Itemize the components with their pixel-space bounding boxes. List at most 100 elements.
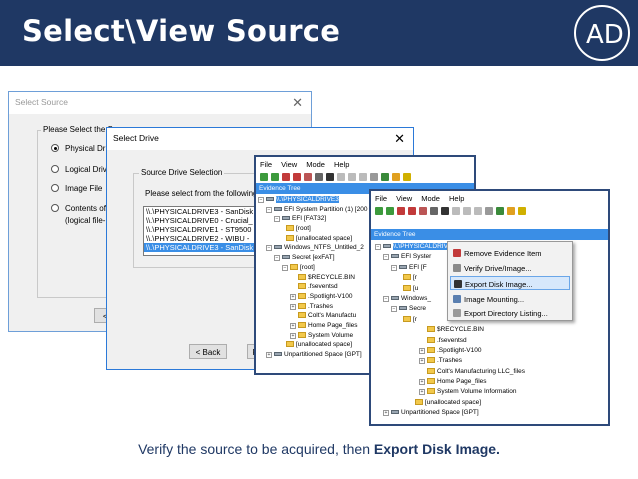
tree-node[interactable]: −Windows_ [383,294,431,302]
link-icon[interactable] [474,207,482,215]
tree-node[interactable]: +.Spotlight-V100 [290,292,353,300]
radio-contents-of-folder[interactable]: Contents of a [51,204,113,213]
drive-icon [383,244,391,248]
search-icon[interactable] [403,173,411,181]
export-files-icon[interactable] [337,173,345,181]
image-drive-icon[interactable] [282,173,290,181]
drive-icon [274,206,282,211]
tree-node[interactable]: +Home Page_files [290,321,358,329]
radio-dot-icon [51,204,59,212]
tree-node[interactable]: [r [375,273,608,283]
drive-icon [274,352,282,356]
drive-listbox[interactable]: \\.\PHYSICALDRIVE3 - SanDisk \\.\PHYSICA… [143,206,271,256]
evidence-tree: −\\.\PHYSICALDRIVE3 −EFI System Partitio… [256,195,474,360]
save-icon[interactable] [441,207,449,215]
menu-file[interactable]: File [260,160,273,169]
menu-view[interactable]: View [281,160,298,169]
tree-node[interactable]: −EFI Syster [383,253,432,261]
tree-node[interactable]: −\\.\PHYSICALDRIVE3 [258,196,339,203]
close-icon[interactable]: ✕ [292,95,303,110]
menu-item-remove-evidence[interactable]: Remove Evidence Item [450,246,570,260]
export-files-icon[interactable] [452,207,460,215]
menu-help[interactable]: Help [333,160,350,169]
drive-list-item-selected[interactable]: \\.\PHYSICALDRIVE3 - SanDisk [144,243,270,252]
drive-list-item[interactable]: \\.\PHYSICALDRIVE0 - Crucial_ [146,216,253,225]
folder-icon [298,312,306,319]
tree-node[interactable]: −Windows_NTFS_Untitled_2 [266,244,364,252]
tree-node[interactable]: −EFI [FAT32] [274,215,327,223]
export-icon[interactable] [315,173,323,181]
tree-node[interactable]: [root] [258,224,474,234]
back-button[interactable]: < Back [189,344,227,359]
tree-node[interactable]: [r [375,315,608,325]
folder-icon [427,326,435,333]
radio-image-file[interactable]: Image File [51,184,102,193]
drive-list-item[interactable]: \\.\PHYSICALDRIVE2 - WIBU - [146,234,250,243]
drive-icon [391,295,399,300]
menu-item-image-mounting[interactable]: Image Mounting... [450,292,570,306]
menu-file[interactable]: File [375,194,388,203]
tree-node[interactable]: −Secret [exFAT] [274,254,335,262]
tree-node[interactable]: +System Volume Information [419,388,517,396]
tree-node[interactable]: −Secre [391,305,426,313]
remove-all-icon[interactable] [419,207,427,215]
mount-icon[interactable] [392,173,400,181]
image-drive-icon[interactable] [397,207,405,215]
tree-node[interactable]: [unallocated space] [375,398,608,408]
verify-icon[interactable] [370,173,378,181]
link-icon[interactable] [359,173,367,181]
radio-logical-drive[interactable]: Logical Drive [51,165,111,174]
folder-icon [427,388,435,395]
tree-node[interactable]: [u [375,284,608,294]
search-icon[interactable] [518,207,526,215]
remove-icon[interactable] [293,173,301,181]
close-icon[interactable]: ✕ [394,131,405,146]
menu-item-export-directory-listing[interactable]: Export Directory Listing... [450,306,570,320]
remove-all-icon[interactable] [304,173,312,181]
add-all-icon[interactable] [386,207,394,215]
drive-list-item[interactable]: \\.\PHYSICALDRIVE1 - ST9500 [146,225,252,234]
memory-icon[interactable] [496,207,504,215]
tree-node[interactable]: $RECYCLE.BIN [258,273,474,283]
tree-node[interactable]: [unallocated space] [258,340,474,350]
tree-node[interactable]: +.Trashes [419,357,463,365]
menu-mode[interactable]: Mode [306,160,325,169]
menu-view[interactable]: View [396,194,413,203]
tree-node[interactable]: −EFI System Partition (1) [200 [266,205,368,213]
tree-node[interactable]: −\\.\PHYSICALDRIVE3 [375,243,456,250]
tree-node[interactable]: .fseventsd [258,282,474,292]
add-evidence-icon[interactable] [260,173,268,181]
hash-icon[interactable] [348,173,356,181]
tree-node[interactable]: $RECYCLE.BIN [375,325,608,335]
tree-node[interactable]: [unallocated space] [258,234,474,244]
save-icon[interactable] [326,173,334,181]
tree-node[interactable]: +Home Page_files [419,378,487,386]
tree-node[interactable]: Colt's Manufactu [258,311,474,321]
tree-node[interactable]: −[root] [282,263,315,271]
menu-help[interactable]: Help [448,194,465,203]
tree-node[interactable]: +Unpartitioned Space [GPT] [266,351,362,358]
radio-physical-drive[interactable]: Physical Drive [51,144,116,153]
tree-node[interactable]: +.Spotlight-V100 [419,346,482,354]
add-all-icon[interactable] [271,173,279,181]
drive-list-item[interactable]: \\.\PHYSICALDRIVE3 - SanDisk [146,207,254,216]
menu-item-verify-drive[interactable]: Verify Drive/Image... [450,261,570,275]
add-evidence-icon[interactable] [375,207,383,215]
remove-icon[interactable] [408,207,416,215]
menu-mode[interactable]: Mode [421,194,440,203]
tree-node[interactable]: +System Volume [290,331,354,339]
menu-item-export-disk-image[interactable]: Export Disk Image... [450,276,570,290]
tree-node[interactable]: +Unpartitioned Space [GPT] [383,409,479,417]
export-icon[interactable] [430,207,438,215]
tree-node[interactable]: .fseventsd [375,336,608,346]
verify-icon[interactable] [485,207,493,215]
hash-icon[interactable] [463,207,471,215]
disk-image-icon [454,280,462,288]
ad-logo: AD [574,5,630,61]
memory-icon[interactable] [381,173,389,181]
mount-icon[interactable] [507,207,515,215]
drive-icon [282,216,290,221]
tree-node[interactable]: Colt's Manufacturing LLC_files [375,367,608,377]
tree-node[interactable]: +.Trashes [290,302,334,310]
tree-node[interactable]: −EFI [F [391,263,427,271]
